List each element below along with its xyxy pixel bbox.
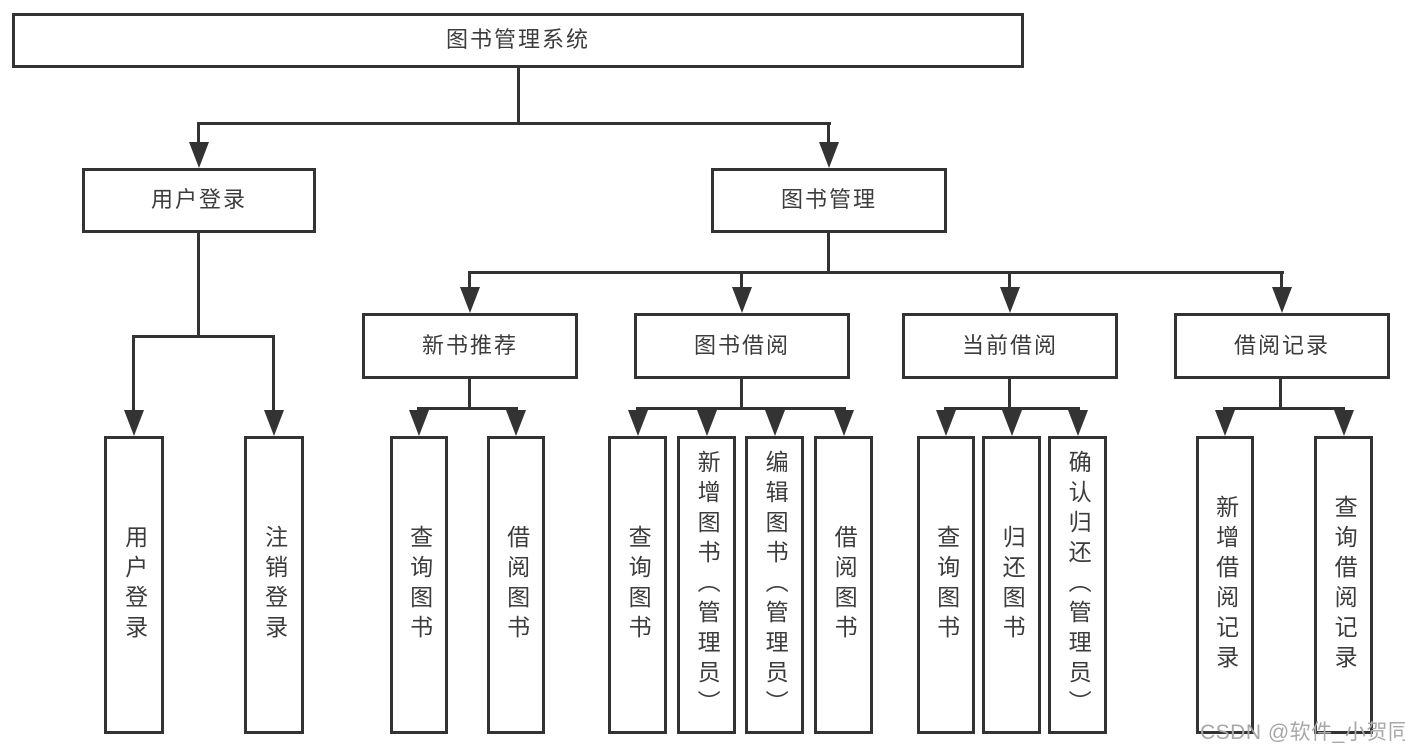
connector-line [132, 335, 275, 338]
connector-line [740, 379, 743, 407]
node-label: 图书管理系统 [445, 27, 590, 53]
connector-line [1280, 271, 1283, 291]
node-user-login: 用户登录 [82, 168, 316, 233]
leaf-add-book-admin: 新增图书（管理员） [677, 436, 736, 734]
node-label: 查询图书 [625, 525, 652, 645]
leaf-edit-book-admin: 编辑图书（管理员） [745, 436, 804, 734]
leaf-borrow-books: 借阅图书 [814, 436, 873, 734]
node-label: 查询借阅记录 [1331, 495, 1358, 675]
connector-line [132, 335, 135, 414]
leaf-user-login: 用户登录 [104, 436, 164, 734]
leaf-add-borrow-record: 新增借阅记录 [1196, 436, 1254, 734]
node-label: 查询图书 [933, 525, 960, 645]
node-borrowing-records: 借阅记录 [1174, 313, 1390, 379]
arrow-down-icon [834, 410, 854, 436]
leaf-borrow-books-recommend: 借阅图书 [487, 436, 545, 734]
connector-line [1008, 379, 1011, 407]
arrow-down-icon [506, 410, 526, 436]
connector-line [197, 122, 831, 125]
connector-line [468, 271, 471, 291]
arrow-down-icon [765, 410, 785, 436]
node-new-book-recommendation: 新书推荐 [362, 313, 578, 379]
leaf-query-borrow-record: 查询借阅记录 [1314, 436, 1373, 734]
node-book-borrowing: 图书借阅 [634, 313, 850, 379]
node-label: 确认归还（管理员） [1065, 450, 1092, 720]
leaf-logout: 注销登录 [244, 436, 304, 734]
node-label: 新增图书（管理员） [694, 450, 721, 720]
connector-line [827, 233, 830, 271]
connector-line [468, 379, 471, 407]
csdn-watermark: CSDN @软件_小贺同学 [1200, 721, 1405, 744]
node-book-management: 图书管理 [711, 168, 947, 233]
node-library-management-system: 图书管理系统 [12, 13, 1024, 68]
connector-line [636, 407, 846, 410]
arrow-down-icon [409, 410, 429, 436]
arrow-down-icon [697, 410, 717, 436]
connector-line [740, 271, 743, 291]
leaf-query-books-recommend: 查询图书 [390, 436, 448, 734]
node-label: 编辑图书（管理员） [762, 450, 789, 720]
leaf-query-books-current: 查询图书 [917, 436, 975, 734]
node-label: 用户登录 [121, 525, 148, 645]
node-label: 新增借阅记录 [1212, 495, 1239, 675]
arrow-down-icon [124, 410, 144, 436]
leaf-confirm-return-admin: 确认归还（管理员） [1048, 436, 1107, 734]
arrow-down-icon [189, 142, 209, 168]
node-label: 新书推荐 [421, 332, 518, 358]
arrow-down-icon [819, 142, 839, 168]
connector-line [1223, 407, 1345, 410]
arrow-down-icon [1215, 410, 1235, 436]
connector-line [1279, 379, 1282, 407]
arrow-down-icon [936, 410, 956, 436]
node-label: 图书管理 [780, 187, 877, 213]
arrow-down-icon [1068, 410, 1088, 436]
node-label: 借阅图书 [503, 525, 530, 645]
arrow-down-icon [264, 410, 284, 436]
node-label: 归还图书 [999, 525, 1026, 645]
node-label: 借阅记录 [1233, 332, 1330, 358]
arrow-down-icon [732, 287, 752, 313]
node-label: 图书借阅 [693, 332, 790, 358]
node-current-borrowing: 当前借阅 [902, 313, 1118, 379]
node-label: 当前借阅 [961, 332, 1058, 358]
connector-line [827, 122, 830, 146]
node-label: 注销登录 [261, 525, 288, 645]
leaf-query-books-borrow: 查询图书 [608, 436, 667, 734]
connector-line [1008, 271, 1011, 291]
arrow-down-icon [1334, 410, 1354, 436]
node-label: 用户登录 [150, 187, 247, 213]
connector-line [272, 335, 275, 414]
arrow-down-icon [1000, 287, 1020, 313]
node-label: 查询图书 [406, 525, 433, 645]
connector-line [517, 68, 520, 122]
leaf-return-books: 归还图书 [982, 436, 1041, 734]
connector-line [197, 122, 200, 146]
arrow-down-icon [460, 287, 480, 313]
arrow-down-icon [628, 410, 648, 436]
arrow-down-icon [1272, 287, 1292, 313]
connector-line [197, 233, 200, 335]
connector-line [468, 271, 1284, 274]
node-label: 借阅图书 [831, 525, 858, 645]
arrow-down-icon [1002, 410, 1022, 436]
connector-line [417, 407, 518, 410]
